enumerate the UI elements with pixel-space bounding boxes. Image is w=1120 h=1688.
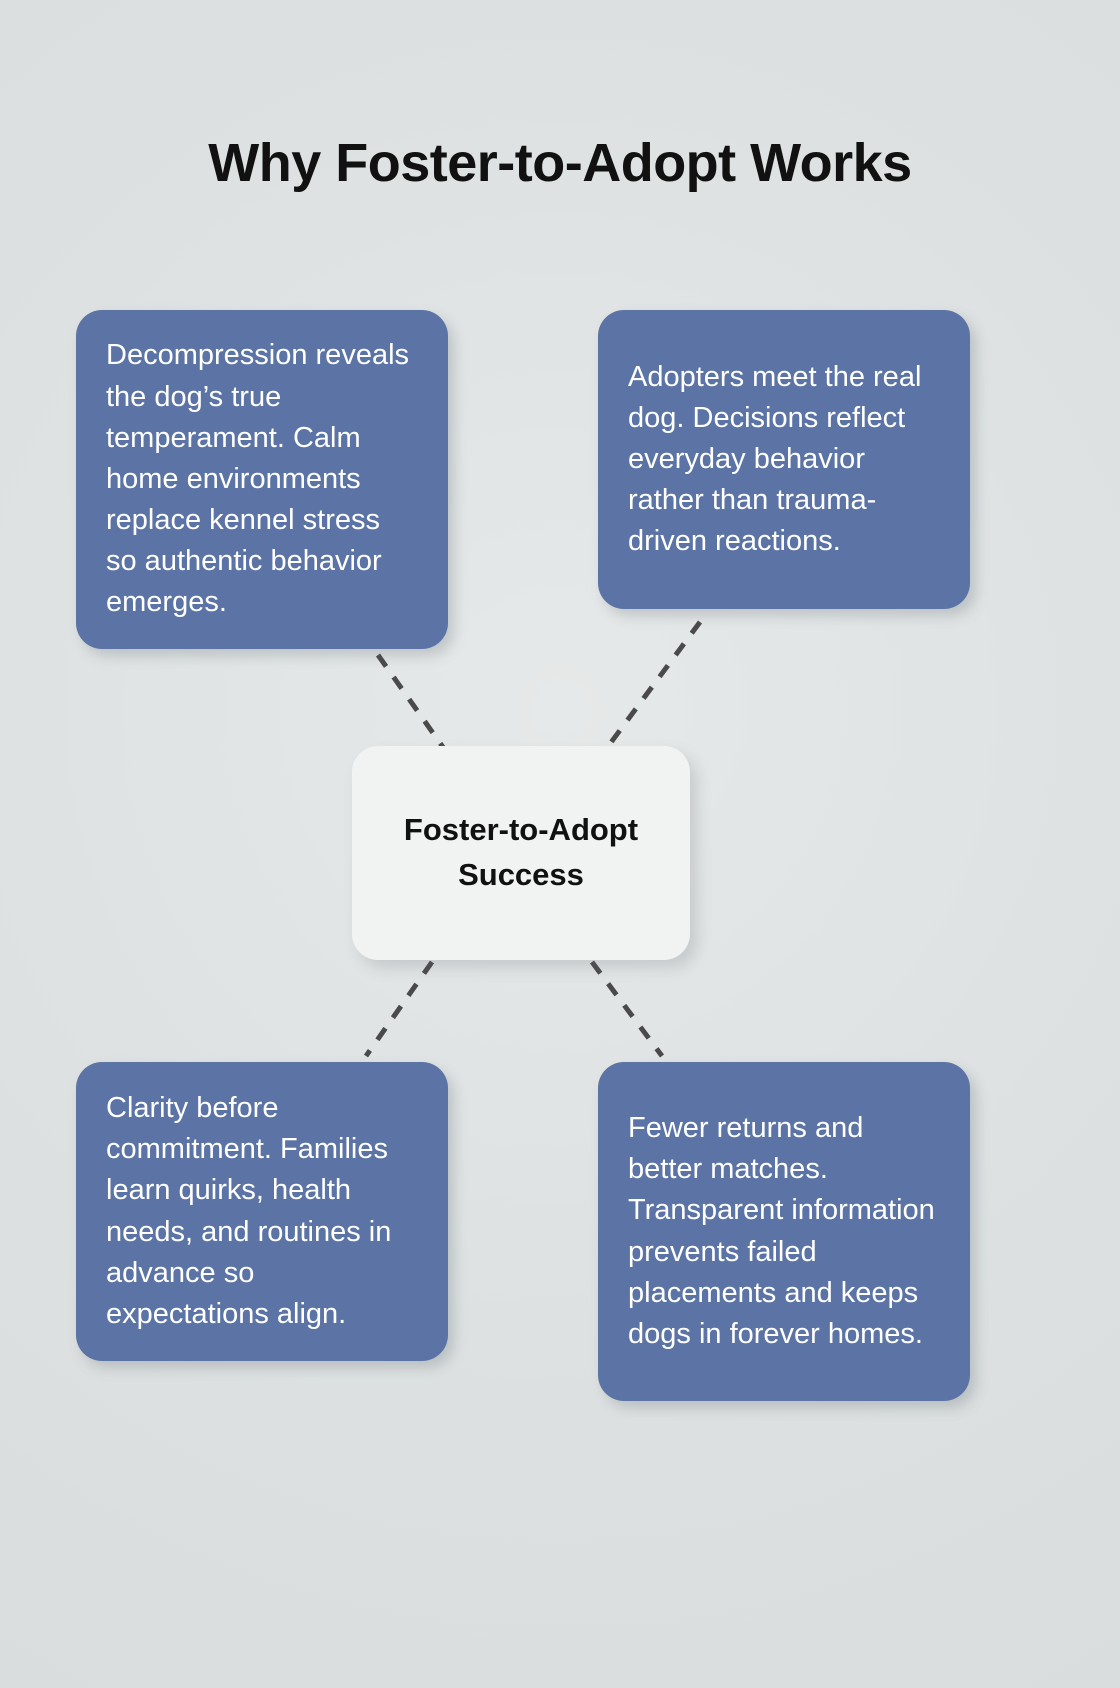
diagram-node-top-left[interactable]: Decompression reveals the dog’s true tem… xyxy=(76,310,448,649)
diagram-node-top-right[interactable]: Adopters meet the real dog. Decisions re… xyxy=(598,310,970,609)
diagram-node-center[interactable]: Foster-to-Adopt Success xyxy=(352,746,690,960)
page-title: Why Foster-to-Adopt Works xyxy=(208,133,912,194)
connector-bottom-left-line xyxy=(363,960,435,1058)
diagram-node-top-left-text: Decompression reveals the dog’s true tem… xyxy=(106,339,410,619)
diagram-node-bottom-right-text: Fewer returns and better matches. Transp… xyxy=(628,1111,935,1350)
diagram-node-center-label: Foster-to-Adopt Success xyxy=(403,812,639,892)
connector-bottom-right-line xyxy=(589,960,665,1058)
diagram-node-top-right-text: Adopters meet the real dog. Decisions re… xyxy=(628,360,922,558)
connector-top-left-line xyxy=(375,653,455,762)
diagram-node-bottom-left[interactable]: Clarity before commitment. Families lear… xyxy=(76,1062,448,1361)
connector-top-right-line xyxy=(595,620,703,762)
diagram-node-bottom-left-text: Clarity before commitment. Families lear… xyxy=(106,1091,392,1330)
diagram-node-bottom-right[interactable]: Fewer returns and better matches. Transp… xyxy=(598,1062,970,1401)
